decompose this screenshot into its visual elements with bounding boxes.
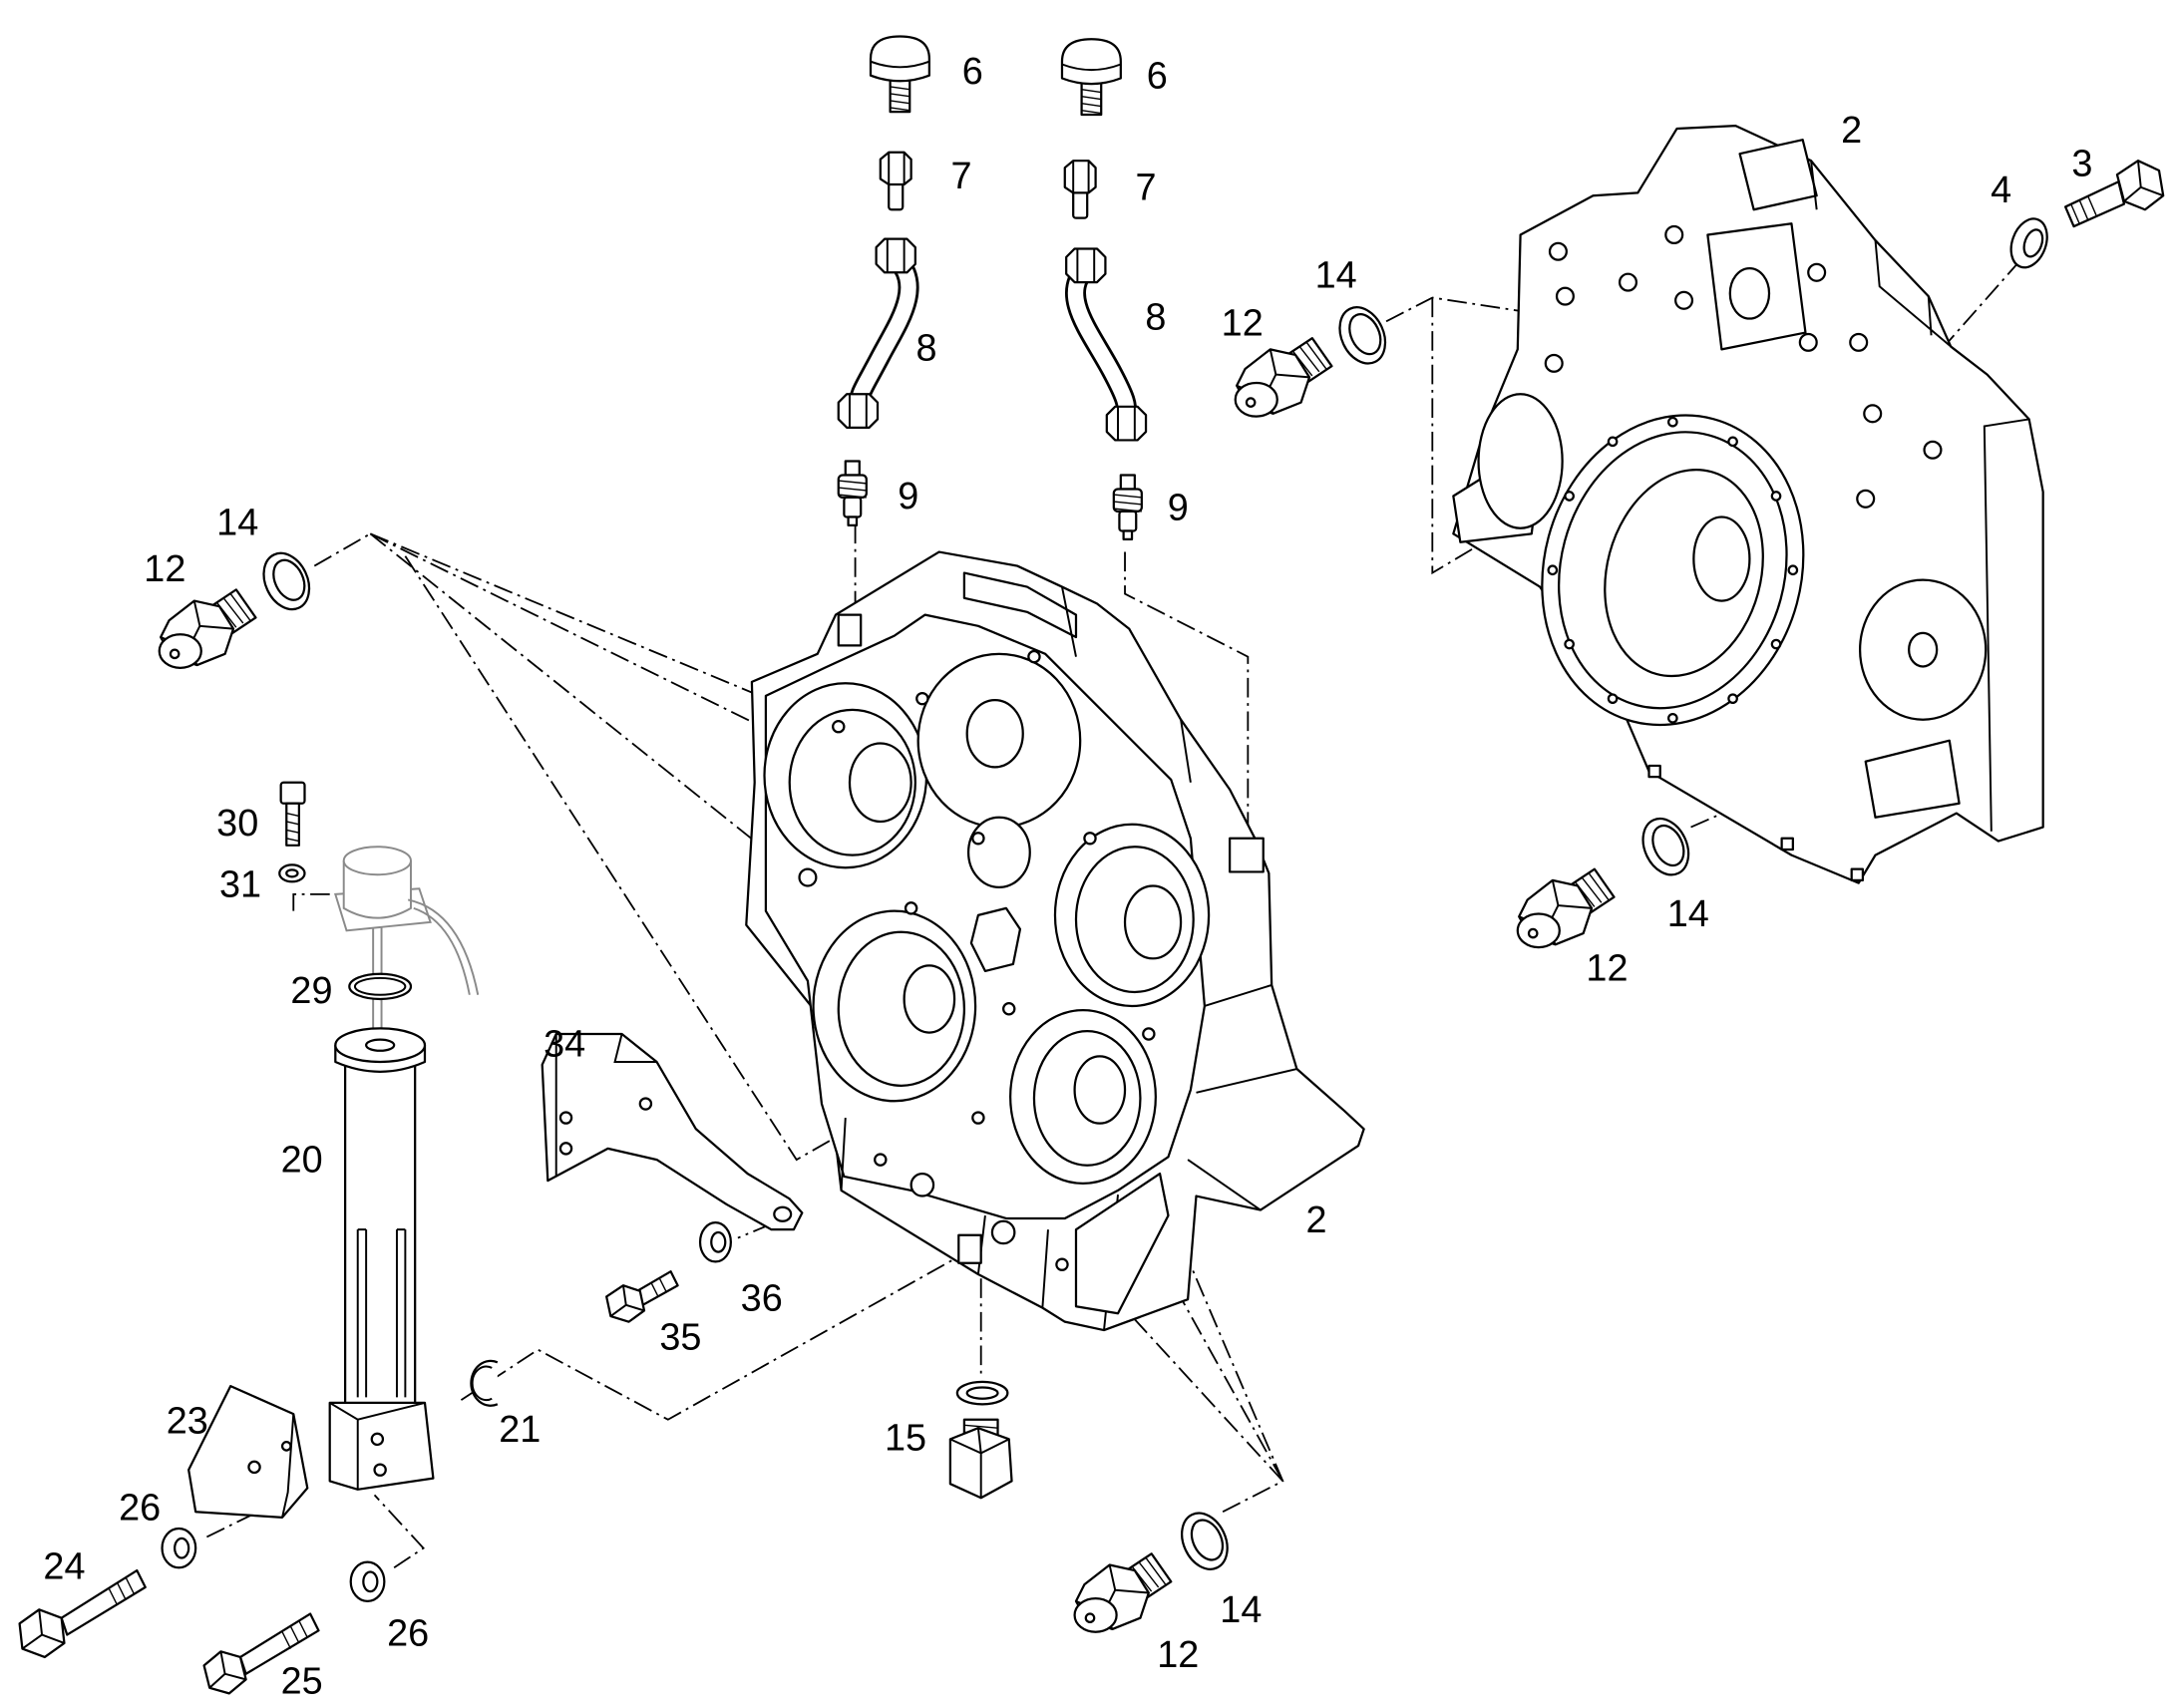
drain-plug-15: [948, 1380, 1013, 1500]
rear-gear-housing: [1452, 125, 2044, 884]
screw-plug-bottom: [1073, 1552, 1173, 1633]
callout-label: 2: [1841, 110, 1862, 152]
callout-label: 12: [1586, 948, 1628, 990]
washer-4: [2009, 217, 2048, 269]
cap-screw-30: [279, 781, 306, 847]
callout-label: 3: [2071, 144, 2092, 185]
ring-bolt-holes: [1547, 416, 1799, 724]
callout-label: 21: [499, 1409, 541, 1451]
callout-label: 8: [1145, 297, 1166, 339]
adapter-nut-right: [1063, 160, 1097, 219]
callout-labels: 6 6 7 7 8 8 9 9 2 3 4 14 12 14 12 30 31 …: [43, 51, 2092, 1702]
screw-plug-top-right: [1234, 337, 1333, 418]
callout-label: 6: [1147, 55, 1168, 97]
callout-label: 26: [119, 1488, 161, 1530]
callout-label: 29: [290, 970, 332, 1012]
callout-label: 12: [1157, 1634, 1199, 1676]
callout-label: 12: [144, 548, 185, 590]
breather-cap-right: [1060, 38, 1122, 117]
callout-label: 8: [916, 328, 937, 370]
adapter-nut-left: [879, 151, 912, 211]
callout-label: 12: [1222, 302, 1264, 344]
sensor-tube-20: [328, 1027, 435, 1491]
callout-label: 14: [216, 503, 258, 544]
callout-label: 15: [885, 1418, 926, 1460]
hex-bolt-25: [202, 1612, 320, 1695]
support-bracket-34: [541, 1032, 804, 1231]
callout-label: 26: [387, 1613, 429, 1655]
o-ring-29: [348, 972, 413, 1001]
callout-label: 34: [544, 1023, 585, 1065]
breather-pipe-right: [1065, 247, 1148, 442]
breather-cap-left: [869, 35, 930, 114]
bracket-23: [187, 1384, 309, 1519]
seal-ring-bottom: [1172, 1504, 1238, 1578]
hex-bolt-3: [2063, 160, 2165, 228]
washer-26-left: [161, 1527, 197, 1569]
callout-label: 6: [962, 51, 983, 93]
breather-pipe-left: [837, 237, 919, 429]
retaining-ring-21: [470, 1359, 499, 1407]
callout-label: 4: [1991, 170, 2011, 211]
callout-label: 14: [1315, 255, 1357, 297]
callout-label: 7: [1136, 167, 1157, 208]
seal-ring-top-right: [1329, 298, 1395, 373]
level-sensor: [334, 846, 480, 1037]
screw-plug-upper-left: [158, 588, 257, 669]
front-gear-housing: [745, 550, 1365, 1332]
lock-washer-31: [278, 863, 306, 883]
screw-fitting-left: [837, 460, 868, 527]
washer-26-right: [349, 1560, 386, 1603]
callout-label: 14: [1667, 893, 1709, 935]
callout-label: 36: [741, 1277, 783, 1319]
callout-label: 23: [167, 1401, 208, 1443]
callout-label: 25: [281, 1660, 323, 1702]
washer-36: [698, 1221, 732, 1263]
hex-bolt-24: [18, 1568, 147, 1659]
callout-label: 9: [898, 476, 918, 517]
screw-plug-right: [1516, 867, 1616, 949]
callout-label: 7: [951, 156, 972, 197]
screw-fitting-right: [1112, 474, 1143, 541]
callout-label: 2: [1305, 1199, 1326, 1241]
seal-ring-upper-left: [253, 544, 319, 618]
callout-label: 30: [216, 803, 258, 845]
callout-label: 31: [219, 864, 261, 906]
callout-label: 35: [659, 1317, 701, 1359]
callout-label: 20: [281, 1140, 323, 1182]
housing-holes: [1544, 224, 1943, 509]
seal-ring-right: [1633, 810, 1698, 883]
callout-label: 9: [1168, 487, 1189, 528]
hex-bolt-35: [605, 1270, 679, 1323]
callout-label: 24: [43, 1545, 85, 1587]
callout-label: 14: [1220, 1589, 1262, 1631]
